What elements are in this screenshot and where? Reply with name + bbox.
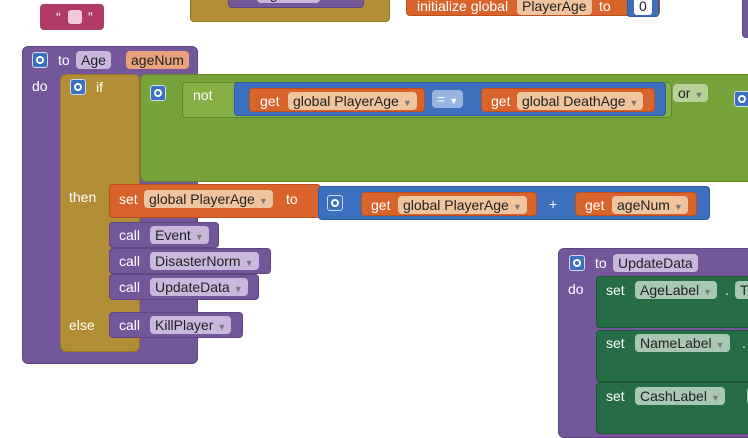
open-quote: “ <box>56 9 61 25</box>
dropdown-caret-icon: ▼ <box>233 284 243 294</box>
dropdown-caret-icon: ▼ <box>449 96 459 106</box>
partial-call-block[interactable]: ageNum <box>228 0 364 8</box>
offscreen-block-edge[interactable] <box>742 0 748 38</box>
or-operator-dropdown[interactable]: or▼ <box>673 84 709 102</box>
text-value-slot[interactable] <box>68 10 82 24</box>
dropdown-caret-icon: ▼ <box>694 90 704 100</box>
equals-operator-dropdown[interactable]: =▼ <box>432 90 464 108</box>
get-keyword: get <box>260 93 280 109</box>
gear-icon[interactable] <box>569 255 585 271</box>
property-dropdown[interactable]: T <box>735 281 748 299</box>
text-block[interactable]: “ ” <box>40 4 104 30</box>
close-quote: ” <box>88 9 93 25</box>
call-updatedata-block[interactable]: call UpdateData▼ <box>109 274 259 300</box>
set-keyword: set <box>606 335 625 351</box>
not-keyword: not <box>193 87 213 103</box>
get-keyword: get <box>585 197 605 213</box>
component-dropdown[interactable]: CashLabel▼ <box>635 387 725 405</box>
dropdown-caret-icon: ▼ <box>715 340 725 350</box>
dropdown-caret-icon: ▼ <box>244 258 254 268</box>
gear-icon[interactable] <box>734 91 748 107</box>
procedure-dropdown[interactable]: Event▼ <box>150 226 209 244</box>
variable-dropdown[interactable]: global DeathAge▼ <box>517 92 644 110</box>
number-block[interactable]: 0 <box>627 0 659 17</box>
then-keyword: then <box>69 189 97 205</box>
dropdown-caret-icon: ▼ <box>258 196 268 206</box>
get-keyword: get <box>371 197 391 213</box>
to-keyword: to <box>595 255 607 271</box>
dot-separator: . <box>742 335 746 351</box>
component-dropdown[interactable]: NameLabel▼ <box>635 334 730 352</box>
call-keyword: call <box>119 317 141 333</box>
get-player-age-block[interactable]: get global PlayerAge▼ <box>361 192 537 216</box>
procedure-age-header: to Age ageNum <box>22 46 198 74</box>
call-event-block[interactable]: call Event▼ <box>109 222 219 248</box>
set-keyword: set <box>606 282 625 298</box>
init-to: to <box>599 0 611 14</box>
dropdown-caret-icon: ▼ <box>217 322 227 332</box>
addition-block[interactable]: get global PlayerAge▼ + get ageNum▼ <box>318 186 710 220</box>
gear-icon[interactable] <box>70 79 86 95</box>
set-agelabel-block[interactable]: set AgeLabel▼ . T <box>596 276 748 328</box>
dropdown-caret-icon: ▼ <box>673 202 683 212</box>
dropdown-caret-icon: ▼ <box>402 98 412 108</box>
partial-param-label: ageNum <box>257 0 320 3</box>
do-keyword: do <box>568 281 584 297</box>
call-killplayer-block[interactable]: call KillPlayer▼ <box>109 312 243 338</box>
compare-equals-block[interactable]: get global PlayerAge▼ =▼ get global Deat… <box>234 82 666 116</box>
gear-icon[interactable] <box>327 195 343 211</box>
gear-icon[interactable] <box>32 52 48 68</box>
call-keyword: call <box>119 227 141 243</box>
procedure-dropdown[interactable]: UpdateData▼ <box>150 278 248 296</box>
dot-separator: . <box>725 282 729 298</box>
dropdown-caret-icon: ▼ <box>629 98 639 108</box>
set-namelabel-block[interactable]: set NameLabel▼ . <box>596 330 748 382</box>
parameter-ageNum[interactable]: ageNum <box>126 51 189 69</box>
set-player-age-block[interactable]: set global PlayerAge▼ to <box>109 184 321 218</box>
gear-icon[interactable] <box>150 85 166 101</box>
call-disasternorm-block[interactable]: call DisasterNorm▼ <box>109 248 271 274</box>
dropdown-caret-icon: ▼ <box>703 287 713 297</box>
init-var-name[interactable]: PlayerAge <box>517 0 592 15</box>
variable-dropdown[interactable]: global PlayerAge▼ <box>144 190 273 208</box>
set-keyword: set <box>606 388 625 404</box>
to-keyword: to <box>286 191 298 207</box>
dropdown-caret-icon: ▼ <box>710 393 720 403</box>
set-keyword: set <box>119 191 138 207</box>
get-player-age-block[interactable]: get global PlayerAge▼ <box>249 88 425 112</box>
param-dropdown[interactable]: ageNum▼ <box>612 196 688 214</box>
component-dropdown[interactable]: AgeLabel▼ <box>635 281 718 299</box>
set-cashlabel-block[interactable]: set CashLabel▼ <box>596 382 748 434</box>
procedure-name-field[interactable]: UpdateData <box>613 254 698 272</box>
init-prefix: initialize global <box>417 0 509 14</box>
plus-operator: + <box>549 196 558 212</box>
dropdown-caret-icon: ▼ <box>512 202 522 212</box>
procedure-dropdown[interactable]: DisasterNorm▼ <box>150 252 259 270</box>
procedure-name-field[interactable]: Age <box>76 51 111 69</box>
else-keyword: else <box>69 317 95 333</box>
do-keyword: do <box>32 78 48 94</box>
call-keyword: call <box>119 279 141 295</box>
dropdown-caret-icon: ▼ <box>194 232 204 242</box>
procedure-dropdown[interactable]: KillPlayer▼ <box>150 316 232 334</box>
get-keyword: get <box>491 93 511 109</box>
call-keyword: call <box>119 253 141 269</box>
get-ageNum-block[interactable]: get ageNum▼ <box>575 192 697 216</box>
variable-dropdown[interactable]: global PlayerAge▼ <box>288 92 417 110</box>
variable-dropdown[interactable]: global PlayerAge▼ <box>398 196 527 214</box>
number-value[interactable]: 0 <box>634 0 652 15</box>
initialize-global-block[interactable]: initialize global PlayerAge to 0 <box>406 0 660 17</box>
get-death-age-block[interactable]: get global DeathAge▼ <box>481 88 655 112</box>
if-keyword: if <box>96 79 103 95</box>
to-keyword: to <box>58 52 70 68</box>
